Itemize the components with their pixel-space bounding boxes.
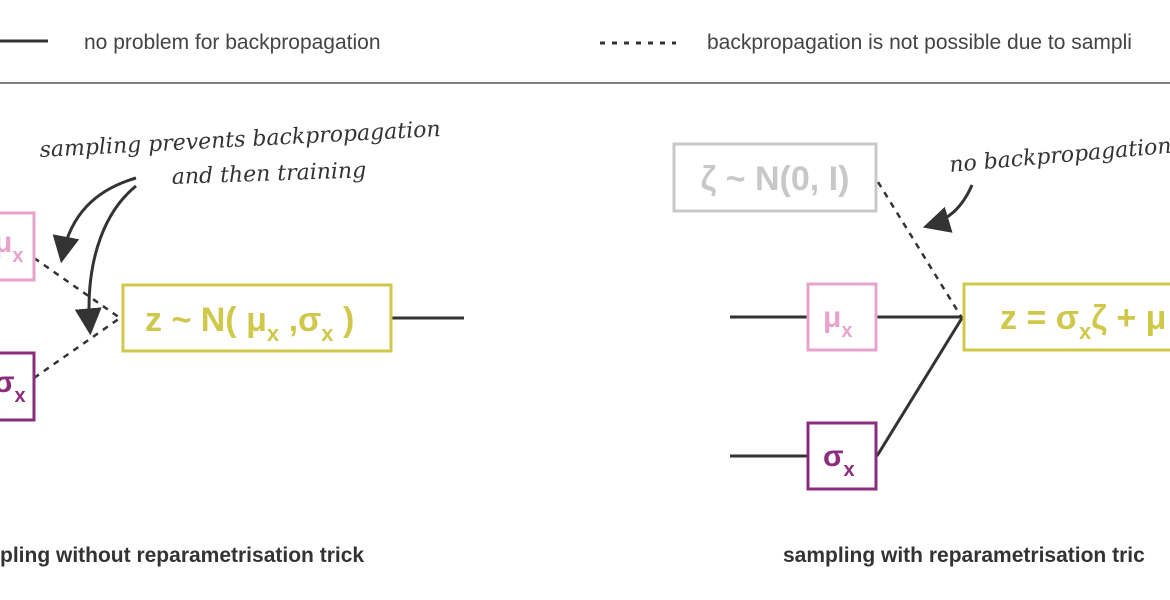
left-annotation-arrow-to-mu [52,176,137,264]
right-sigma-symbol: σx [823,440,855,481]
left-caption: pling without reparametrisation trick [0,544,364,567]
right-annotation: no backpropagation [948,134,1170,178]
left-panel: sampling prevents backpropagation and th… [0,117,464,567]
left-sigma-box: σx [0,351,36,422]
right-mu-symbol: μx [823,301,852,342]
right-annotation-arrow [922,184,974,233]
legend-solid-label: no problem for backpropagation [84,31,381,54]
left-z-expression: z ~ N( μx ,σx ) [145,301,354,346]
right-panel: no backpropagation ζ ~ N(0, I) μx σx z =… [672,134,1170,567]
right-sigma-box: σx [806,421,878,491]
right-zeta-box: ζ ~ N(0, I) [672,142,878,213]
left-annotation-line1: sampling prevents backpropagation [39,117,441,163]
right-dashed-link-zeta [876,181,964,319]
left-mu-symbol: μx [0,226,23,267]
right-caption: sampling with reparametrisation tric [783,544,1145,567]
left-dashed-link-sigma [33,316,121,380]
right-z-box: z = σxζ + μ [962,282,1170,352]
left-annotation-arrow-to-junction [74,184,137,336]
legend: no problem for backpropagation backpropa… [0,31,1170,84]
right-z-expression: z = σxζ + μ [1000,299,1166,344]
left-mu-box: μx [0,211,36,282]
right-link-sigma [875,317,964,457]
legend-dashed-label: backpropagation is not possible due to s… [707,31,1132,54]
right-zeta-text: ζ ~ N(0, I) [701,160,850,198]
left-z-box: z ~ N( μx ,σx ) [121,283,393,353]
left-dashed-link-mu [33,256,121,320]
left-annotation-line2: and then training [171,158,366,190]
right-mu-box: μx [806,282,878,352]
left-sigma-symbol: σx [0,366,26,407]
